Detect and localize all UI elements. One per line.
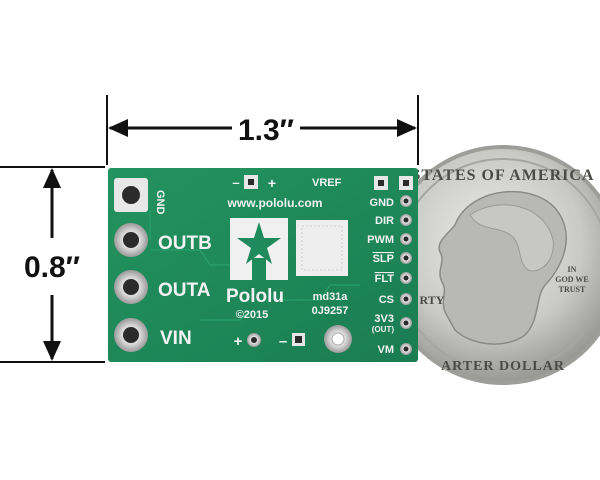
- bottom-minus-label: –: [279, 333, 287, 350]
- width-label: 1.3″: [238, 114, 294, 147]
- pin-label-gnd-right: GND: [370, 197, 395, 209]
- right-header-pads: [374, 176, 413, 355]
- pin-label-dir: DIR: [375, 215, 394, 227]
- width-dimension: 1.3″: [106, 95, 419, 165]
- pin-label-3v3: 3V3: [374, 313, 394, 325]
- left-pads: [114, 178, 148, 352]
- pcb-board: GND OUTB OUTA VIN – + VREF www.pololu.co…: [108, 168, 418, 362]
- coin-motto-1: IN: [568, 265, 577, 274]
- pin-label-pwm: PWM: [367, 234, 394, 246]
- pololu-logo: [230, 218, 288, 280]
- coin-top-text: STATES OF AMERICA: [412, 167, 595, 184]
- pin-label-outa: OUTA: [158, 280, 211, 301]
- url-label: www.pololu.com: [227, 196, 323, 210]
- serial-label: 0J9257: [312, 305, 349, 317]
- brand-label: Pololu: [226, 286, 284, 307]
- pin-label-vin: VIN: [160, 328, 192, 349]
- part-number-label: md31a: [313, 291, 349, 303]
- driver-chip-area: [296, 220, 348, 276]
- coin-motto-3: TRUST: [559, 285, 586, 294]
- coin-motto-2: GOD WE: [555, 275, 588, 284]
- vref-label: VREF: [312, 177, 342, 189]
- coin-bottom-text: ARTER DOLLAR: [441, 359, 565, 374]
- pin-label-3v3-out: (OUT): [372, 325, 395, 334]
- coin-left-text: RTY: [420, 293, 445, 307]
- top-plus-label: +: [268, 175, 276, 191]
- height-label: 0.8″: [24, 251, 80, 284]
- quarter-coin: STATES OF AMERICA RTY IN GOD WE TRUST AR…: [383, 145, 600, 385]
- pin-label-outb: OUTB: [158, 233, 212, 254]
- pin-label-slp: SLP: [373, 253, 394, 265]
- bottom-plus-label: +: [234, 333, 243, 350]
- pin-label-vm: VM: [378, 344, 395, 356]
- pin-label-cs: CS: [379, 294, 394, 306]
- height-dimension: 0.8″: [0, 166, 105, 363]
- pin-label-flt: FLT: [375, 273, 395, 285]
- pin-label-gnd-left: GND: [154, 190, 166, 215]
- top-minus-label: –: [232, 175, 239, 190]
- copyright-label: ©2015: [236, 309, 269, 321]
